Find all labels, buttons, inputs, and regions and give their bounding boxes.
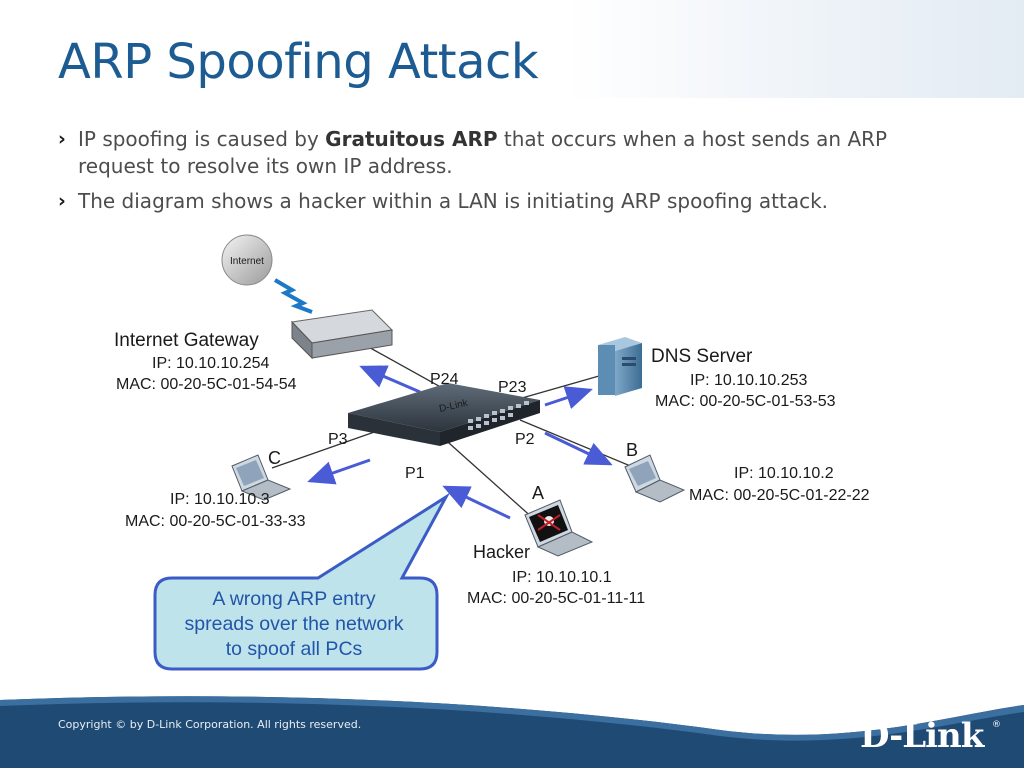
hacker-mac: MAC: 00-20-5C-01-11-11 — [467, 590, 645, 607]
footer-wave — [0, 696, 1024, 768]
link-b-p2 — [519, 419, 641, 471]
footer-wave-highlight — [0, 696, 1024, 741]
hacker-ip: IP: 10.10.10.1 — [512, 569, 612, 586]
host-b-letter: B — [626, 440, 638, 460]
host-b-mac: MAC: 00-20-5C-01-22-22 — [689, 487, 870, 504]
host-c-ip: IP: 10.10.10.3 — [170, 491, 270, 508]
port-p1: P1 — [405, 465, 425, 482]
network-switch-icon: D-Link — [348, 383, 540, 446]
bullet-text-post: that occurs when a host sends an ARP req… — [78, 127, 888, 178]
bullet-text-pre: IP spoofing is caused by — [78, 127, 326, 151]
callout-line: spreads over the network — [184, 613, 404, 635]
link-hacker-p1 — [439, 434, 536, 521]
bullet-item: › The diagram shows a hacker within a LA… — [58, 188, 958, 215]
host-c-mac: MAC: 00-20-5C-01-33-33 — [125, 513, 306, 530]
gateway-router-icon — [290, 309, 394, 360]
arrow-to-gateway — [359, 365, 421, 394]
callout-text: A wrong ARP entry spreads over the netwo… — [158, 587, 430, 662]
hacker-letter: A — [532, 483, 544, 503]
arrow-to-dns — [544, 386, 593, 409]
host-c-letter: C — [268, 448, 281, 468]
spoof-arrows — [307, 365, 613, 520]
port-p2: P2 — [515, 431, 535, 448]
port-p23: P23 — [498, 379, 527, 396]
bullet-text-pre: The diagram shows a hacker within a LAN … — [78, 189, 829, 213]
internet-globe-icon: Internet — [221, 234, 273, 286]
dns-server-icon — [598, 337, 642, 396]
arrow-from-hacker — [442, 485, 511, 520]
laptop-b-icon — [624, 454, 686, 503]
gateway-ip: IP: 10.10.10.254 — [152, 355, 270, 372]
hacker-laptop-icon — [524, 499, 594, 557]
callout-line: to spoof all PCs — [225, 638, 363, 660]
port-p3: P3 — [328, 431, 348, 448]
gateway-mac: MAC: 00-20-5C-01-54-54 — [116, 376, 297, 393]
footer-copyright: Copyright © by D-Link Corporation. All r… — [58, 718, 362, 731]
link-c-p3 — [271, 429, 381, 469]
callout-line: A wrong ARP entry — [212, 588, 376, 610]
registered-mark: ® — [992, 720, 1001, 730]
network-links — [271, 344, 641, 521]
dns-name: DNS Server — [651, 346, 753, 367]
host-b-ip: IP: 10.10.10.2 — [734, 465, 834, 482]
hacker-name: Hacker — [473, 542, 530, 562]
chevron-bullet-icon: › — [58, 190, 66, 212]
diagram-labels: Internet Gateway IP: 10.10.10.254 MAC: 0… — [114, 330, 870, 607]
callout-bubble — [153, 492, 451, 671]
laptop-c-icon — [231, 454, 292, 501]
slide-header-band — [0, 0, 1024, 98]
bullet-item: › IP spoofing is caused by Gratuitous AR… — [58, 126, 958, 180]
bullet-list: › IP spoofing is caused by Gratuitous AR… — [58, 126, 958, 223]
internet-label: Internet — [230, 256, 264, 267]
arrow-to-c — [307, 458, 371, 485]
port-p24: P24 — [430, 371, 459, 388]
dns-mac: MAC: 00-20-5C-01-53-53 — [655, 393, 836, 410]
gateway-name: Internet Gateway — [114, 330, 259, 351]
chevron-bullet-icon: › — [58, 128, 66, 150]
arrow-to-b — [544, 431, 613, 466]
slide-title: ARP Spoofing Attack — [58, 34, 539, 90]
lightning-link-icon — [273, 278, 313, 314]
dns-ip: IP: 10.10.10.253 — [690, 372, 808, 389]
dlink-logo: D-Link — [860, 716, 984, 756]
bullet-text-bold: Gratuitous ARP — [325, 127, 498, 151]
